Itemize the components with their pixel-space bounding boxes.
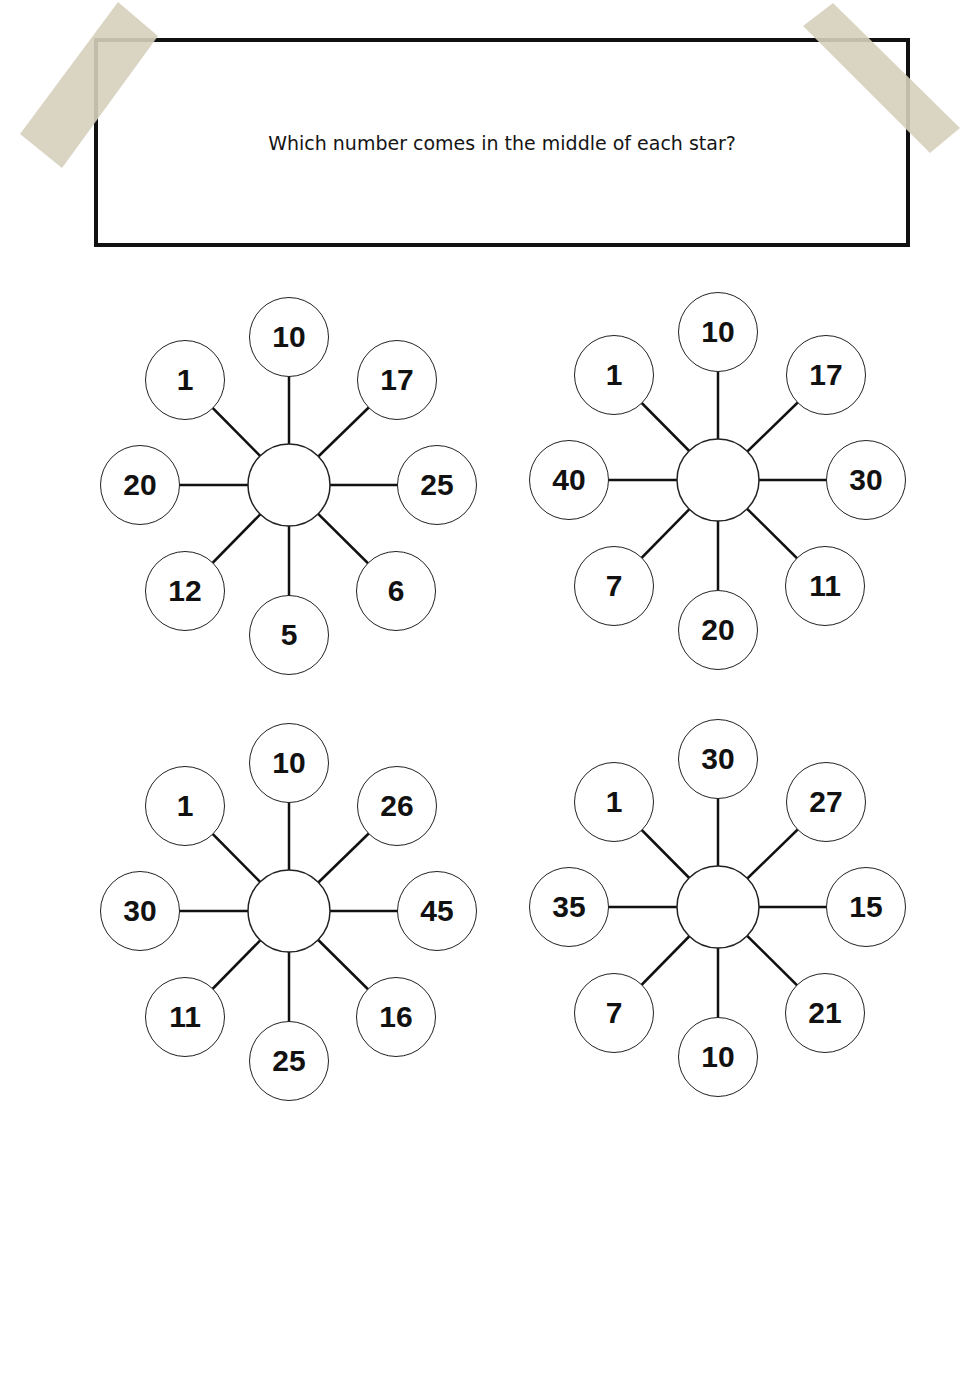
number-circle: 40 — [529, 440, 609, 520]
number-circle: 1 — [574, 335, 654, 415]
star-number: 1 — [606, 785, 623, 819]
star-number: 40 — [552, 463, 585, 497]
star-number: 20 — [701, 613, 734, 647]
star-number: 35 — [552, 890, 585, 924]
star-number: 12 — [168, 574, 201, 608]
number-circle: 45 — [397, 871, 477, 951]
number-circle: 30 — [100, 871, 180, 951]
number-circle: 1 — [145, 340, 225, 420]
star-number: 27 — [809, 785, 842, 819]
star-number: 30 — [849, 463, 882, 497]
star-number: 11 — [169, 1000, 201, 1034]
number-circle: 27 — [786, 762, 866, 842]
number-circle: 12 — [145, 551, 225, 631]
star-number: 10 — [701, 315, 734, 349]
star-number: 15 — [849, 890, 882, 924]
star-number: 7 — [606, 569, 623, 603]
number-circle: 25 — [397, 445, 477, 525]
empty-center — [677, 866, 759, 948]
number-circle: 26 — [357, 766, 437, 846]
number-circle: 35 — [529, 867, 609, 947]
number-circle: 17 — [786, 335, 866, 415]
star-number: 1 — [606, 358, 623, 392]
star-number: 10 — [272, 746, 305, 780]
title-frame — [96, 40, 908, 245]
number-circle: 10 — [678, 292, 758, 372]
star-spokes — [569, 332, 866, 630]
number-circle: 20 — [100, 445, 180, 525]
star-number: 45 — [420, 894, 453, 928]
star-number: 7 — [606, 996, 623, 1030]
star-spokes — [569, 759, 866, 1057]
number-circle: 1 — [574, 762, 654, 842]
star-spokes — [140, 763, 437, 1061]
number-circle: 1 — [145, 766, 225, 846]
number-circle: 10 — [249, 723, 329, 803]
star-number: 11 — [809, 569, 841, 603]
empty-center — [248, 444, 330, 526]
number-circle: 20 — [678, 590, 758, 670]
number-circle: 30 — [678, 719, 758, 799]
star-number: 6 — [388, 574, 405, 608]
star-number: 25 — [420, 468, 453, 502]
star-number: 25 — [272, 1044, 305, 1078]
number-circle: 30 — [826, 440, 906, 520]
number-circle: 15 — [826, 867, 906, 947]
number-circle: 7 — [574, 973, 654, 1053]
number-circle: 21 — [785, 973, 865, 1053]
worksheet-title: Which number comes in the middle of each… — [96, 40, 908, 245]
star-number: 17 — [809, 358, 842, 392]
star-number: 16 — [379, 1000, 412, 1034]
number-circle: 17 — [357, 340, 437, 420]
number-circle: 6 — [356, 551, 436, 631]
star-number: 17 — [380, 363, 413, 397]
number-circle: 10 — [678, 1017, 758, 1097]
number-circle: 7 — [574, 546, 654, 626]
number-circle: 11 — [145, 977, 225, 1057]
number-circle: 11 — [785, 546, 865, 626]
number-circle: 25 — [249, 1021, 329, 1101]
empty-center — [677, 439, 759, 521]
number-circle: 10 — [249, 297, 329, 377]
star-number: 20 — [123, 468, 156, 502]
star-number: 10 — [701, 1040, 734, 1074]
star-number: 1 — [177, 789, 194, 823]
number-circle: 16 — [356, 977, 436, 1057]
star-number: 21 — [808, 996, 841, 1030]
star-spokes — [140, 337, 437, 635]
star-number: 1 — [177, 363, 194, 397]
tape-strip — [20, 2, 158, 168]
empty-center — [248, 870, 330, 952]
number-circle: 5 — [249, 595, 329, 675]
tape-strip — [803, 3, 960, 153]
star-number: 5 — [281, 618, 298, 652]
star-number: 26 — [380, 789, 413, 823]
star-number: 10 — [272, 320, 305, 354]
star-number: 30 — [701, 742, 734, 776]
star-number: 30 — [123, 894, 156, 928]
